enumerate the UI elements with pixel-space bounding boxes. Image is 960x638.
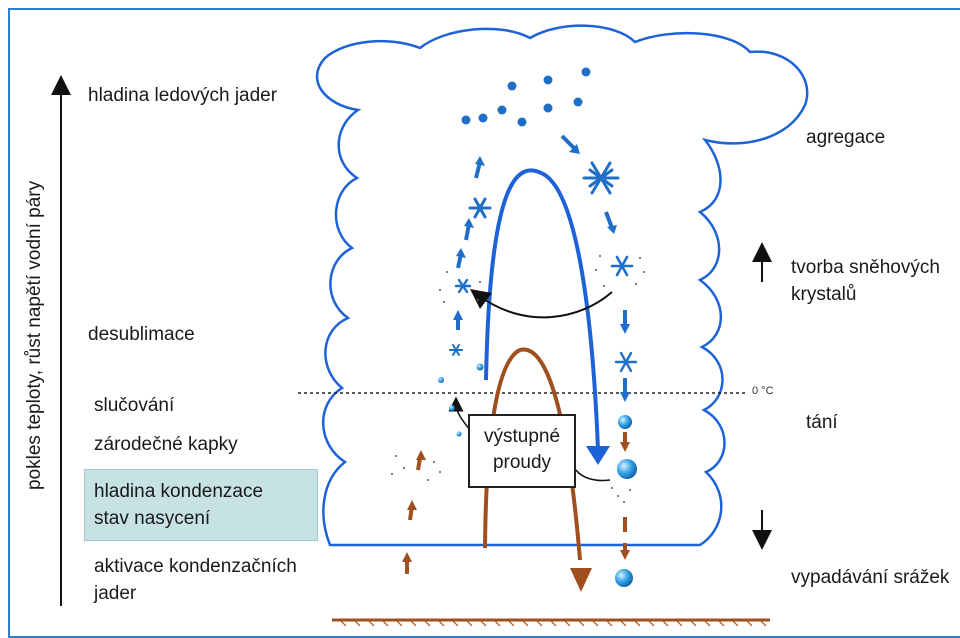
axis-label: pokles teploty, růst napětí vodní páry: [24, 190, 46, 490]
label-saturation-state: stav nasycení: [94, 507, 210, 532]
label-condensation-level: hladina kondenzace: [94, 480, 263, 505]
brown-arc-arrowhead: [570, 568, 592, 592]
updraft-label-line1: výstupné: [470, 424, 574, 450]
label-coalescence: slučování: [94, 394, 174, 419]
label-activation-nuclei: jader: [94, 582, 136, 607]
label-desublimation: desublimace: [88, 323, 195, 348]
label-crystals: krystalů: [791, 283, 856, 308]
updraft-box: výstupné proudy: [468, 414, 576, 488]
label-snow-crystals: tvorba sněhových: [791, 256, 940, 281]
label-activation: aktivace kondenzačních: [94, 555, 297, 580]
label-aggregation: agregace: [806, 126, 885, 151]
label-precipitation: vypadávání srážek: [791, 566, 949, 591]
label-nucleation-drops: zárodečné kapky: [94, 433, 238, 458]
updraft-label-line2: proudy: [470, 450, 574, 476]
freezing-level-label: 0 °C: [752, 385, 774, 397]
label-ice-nuclei-level: hladina ledových jader: [88, 84, 277, 109]
label-melting: tání: [806, 411, 838, 436]
